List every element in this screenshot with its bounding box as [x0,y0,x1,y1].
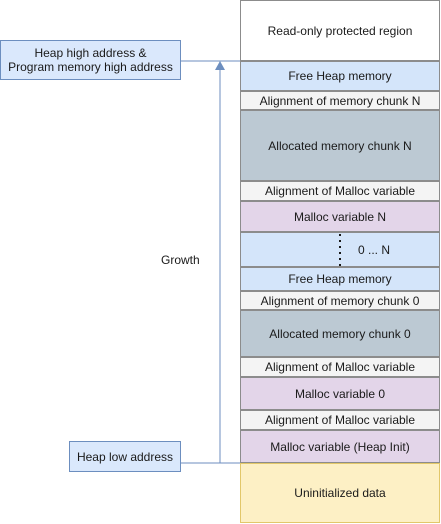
heap-high-address-callout: Heap high address & Program memory high … [0,40,181,80]
alignment-chunk-n: Alignment of memory chunk N [240,91,440,110]
free-heap-top: Free Heap memory [240,61,440,91]
malloc-heap-init: Malloc variable (Heap Init) [240,430,440,463]
heap-high-address-line1: Heap high address & [34,46,147,60]
uninitialized-data: Uninitialized data [240,463,440,523]
allocated-chunk-n-label: Allocated memory chunk N [268,138,412,153]
readonly-region: Read-only protected region [240,0,440,61]
alignment-malloc-1: Alignment of Malloc variable [240,181,440,201]
alignment-malloc-2-label: Alignment of Malloc variable [264,360,416,374]
readonly-region-label: Read-only protected region [267,23,413,38]
heap-low-address-label: Heap low address [76,449,174,464]
alignment-chunk-0-label: Alignment of memory chunk 0 [260,293,420,308]
growth-label: Growth [161,253,200,267]
growth-arrow-head-icon [215,61,225,70]
range-label: 0 ... N [358,243,391,257]
alignment-malloc-3: Alignment of Malloc variable [240,410,440,430]
alignment-malloc-3-label: Alignment of Malloc variable [264,413,416,427]
alignment-malloc-2: Alignment of Malloc variable [240,357,440,377]
uninitialized-data-label: Uninitialized data [294,486,386,500]
allocated-chunk-0-label: Allocated memory chunk 0 [269,326,411,341]
allocated-chunk-n: Allocated memory chunk N [240,110,440,181]
free-heap-top-label: Free Heap memory [288,69,392,83]
heap-low-address-callout: Heap low address [69,441,181,472]
malloc-variable-n-label: Malloc variable N [293,209,387,224]
malloc-variable-0: Malloc variable 0 [240,377,440,410]
malloc-heap-init-label: Malloc variable (Heap Init) [270,439,410,454]
range-block: 0 ... N [240,232,440,267]
free-heap-mid: Free Heap memory [240,267,440,291]
malloc-variable-0-label: Malloc variable 0 [294,386,386,401]
free-heap-mid-label: Free Heap memory [288,272,392,286]
malloc-variable-n: Malloc variable N [240,201,440,232]
alignment-malloc-1-label: Alignment of Malloc variable [264,184,416,198]
alignment-chunk-0: Alignment of memory chunk 0 [240,291,440,310]
allocated-chunk-0: Allocated memory chunk 0 [240,310,440,357]
alignment-chunk-n-label: Alignment of memory chunk N [259,93,421,108]
heap-high-address-line2: Program memory high address [8,60,173,74]
